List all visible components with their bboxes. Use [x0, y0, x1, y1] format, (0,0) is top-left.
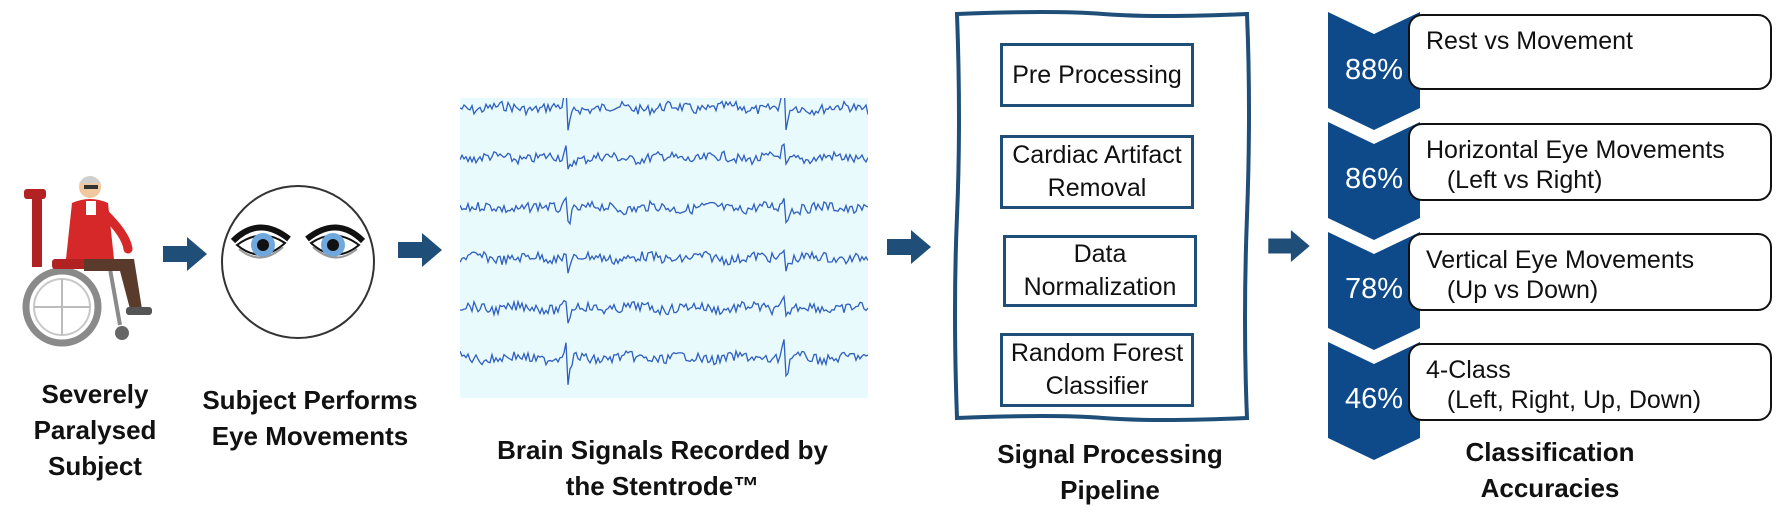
- eyes-icon: [221, 185, 375, 339]
- accuracy-percent: 78%: [1344, 273, 1404, 305]
- eeg-trace: [459, 294, 869, 324]
- accuracy-label: Rest vs Movement: [1408, 14, 1772, 90]
- accuracy-percent: 88%: [1344, 54, 1404, 86]
- eeg-trace: [459, 339, 869, 385]
- chevron-down-icon: [1328, 122, 1420, 240]
- eeg-trace: [459, 196, 869, 226]
- accuracy-label: Horizontal Eye Movements (Left vs Right): [1408, 123, 1772, 201]
- pipeline-step-cardiac-artifact-removal: Cardiac Artifact Removal: [1000, 135, 1194, 209]
- arrow-right-icon: [163, 237, 207, 271]
- movements-caption: Subject Performs Eye Movements: [202, 385, 418, 451]
- subject-caption: Severely Paralysed Subject: [33, 379, 157, 481]
- eeg-trace: [459, 142, 869, 170]
- eeg-trace: [459, 248, 869, 274]
- pipeline-step-random-forest-classifier: Random Forest Classifier: [1000, 333, 1194, 407]
- chevron-down-icon: [1328, 232, 1420, 350]
- arrow-right-icon: [398, 233, 442, 267]
- pipeline-step-data-normalization: Data Normalization: [1003, 235, 1197, 307]
- accuracy-percent: 86%: [1344, 163, 1404, 195]
- signals-caption: Brain Signals Recorded by the Stentrode™: [497, 435, 828, 501]
- arrow-right-icon: [1268, 230, 1310, 262]
- pipeline-caption: Signal Processing Pipeline: [997, 439, 1223, 505]
- arrow-right-icon: [887, 230, 931, 264]
- eeg-signal-icon: [459, 82, 869, 385]
- pipeline-frame: [953, 10, 1251, 422]
- accuracy-label: Vertical Eye Movements (Up vs Down): [1408, 233, 1772, 311]
- wheelchair-person-icon: [22, 176, 152, 347]
- chevron-down-icon: [1328, 12, 1420, 130]
- eeg-signal-panel: [459, 82, 869, 398]
- eeg-trace: [459, 82, 869, 131]
- pipeline-step-preprocessing: Pre Processing: [1000, 43, 1194, 107]
- accuracy-label: 4-Class (Left, Right, Up, Down): [1408, 343, 1772, 421]
- accuracy-percent: 46%: [1344, 383, 1404, 415]
- chevron-down-icon: [1328, 342, 1420, 460]
- accuracies-caption: Classification Accuracies: [1465, 437, 1635, 503]
